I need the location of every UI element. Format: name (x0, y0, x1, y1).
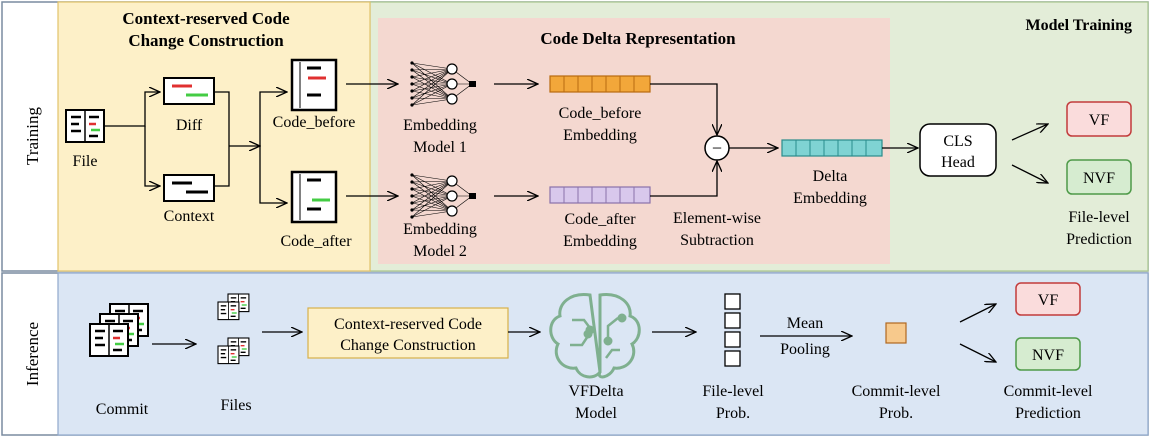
training-side-label: Training (23, 107, 42, 165)
file-level-prob-line1: File-level (702, 383, 764, 400)
diff-icon (163, 77, 215, 105)
arrow-after-to-subtract (650, 161, 717, 197)
arrow-to-inference-vf (959, 304, 996, 323)
construction-title-line1: Context-reserved Code (122, 9, 290, 28)
commit-level-prob-line2: Prob. (879, 405, 913, 422)
subtraction-line2: Subtraction (680, 232, 754, 249)
inference-nvf-box (1015, 337, 1081, 371)
delta-embedding-vector (781, 139, 883, 157)
construction-panel (57, 1, 371, 272)
commit-level-prob-box (885, 322, 907, 344)
construction-title-line2: Change Construction (128, 31, 284, 50)
code-after-embedding-vector (549, 186, 651, 204)
cls-head-box (919, 123, 997, 177)
mean-pooling-line1: Mean (787, 315, 823, 332)
arrow-before-to-subtract (650, 83, 717, 135)
vfdelta-model-line1: VFDelta (568, 383, 623, 400)
delta-embedding-line1: Delta (813, 168, 848, 185)
vf-box (1066, 101, 1132, 137)
embedding-model-1-line1: Embedding (403, 117, 477, 134)
inference-vf-label: VF (1038, 292, 1059, 309)
vf-label: VF (1089, 112, 1110, 129)
mean-pooling-line2: Pooling (780, 341, 830, 358)
code-after-embedding-line2: Embedding (563, 233, 637, 250)
diff-label: Diff (176, 117, 203, 134)
commit-level-prediction-line2: Prediction (1015, 405, 1081, 422)
code-before-icon (290, 58, 338, 112)
commit-level-prob-line1: Commit-level (852, 383, 941, 400)
context-label: Context (164, 208, 215, 225)
vfdelta-model-icon (549, 293, 641, 379)
model-training-title: Model Training (1025, 17, 1132, 34)
commit-label: Commit (96, 401, 149, 418)
arrow-to-inference-nvf (959, 343, 996, 362)
arrow-file-to-context (144, 126, 160, 186)
code-before-embedding-line1: Code_before (559, 105, 642, 122)
inference-side-label: Inference (23, 322, 42, 386)
code-after-icon (290, 170, 338, 224)
arrow-cls-to-nvf (1011, 164, 1048, 183)
vfdelta-model-line2: Model (575, 405, 617, 422)
nvf-label: NVF (1083, 170, 1115, 187)
inference-construction-box (307, 307, 509, 359)
file-level-prediction-line1: File-level (1068, 209, 1130, 226)
context-icon (163, 174, 215, 202)
training-section: Training Model Training Context-reserved… (1, 1, 1149, 272)
files-label: Files (220, 397, 251, 414)
inference-construction-line2: Change Construction (340, 337, 476, 354)
delta-representation-title: Code Delta Representation (540, 29, 736, 48)
inference-vf-box (1015, 282, 1081, 316)
file-level-prob-line2: Prob. (716, 405, 750, 422)
code-after-embedding-line1: Code_after (564, 211, 636, 228)
merge-bracket (214, 91, 230, 187)
arrow-file-to-diff (104, 92, 160, 127)
arrow-to-code-before (259, 92, 287, 146)
inference-construction-line1: Context-reserved Code (334, 316, 482, 333)
file-icon (64, 108, 106, 144)
file-level-prob-column (724, 293, 741, 367)
delta-embedding-line2: Embedding (793, 190, 867, 207)
file-label: File (73, 153, 98, 170)
arrow-cls-to-vf (1011, 124, 1048, 141)
code-before-label: Code_before (273, 114, 356, 131)
inference-section: Inference Commit Files Context-reserved … (1, 272, 1149, 436)
commit-level-prediction-line1: Commit-level (1004, 383, 1093, 400)
arrow-to-code-after (259, 146, 287, 203)
embedding-model-2-line1: Embedding (403, 221, 477, 238)
code-before-embedding-vector (549, 75, 651, 93)
code-after-label: Code_after (280, 233, 352, 250)
subtract-symbol: − (712, 138, 722, 158)
inference-nvf-label: NVF (1032, 347, 1064, 364)
nvf-box (1066, 159, 1132, 195)
embedding-model-1-line2: Model 1 (413, 139, 467, 156)
cls-head-line1: CLS (943, 133, 972, 150)
cls-head-line2: Head (941, 154, 975, 171)
subtraction-line1: Element-wise (673, 210, 761, 227)
embedding-model-2-line2: Model 2 (413, 243, 467, 260)
file-level-prediction-line2: Prediction (1066, 231, 1132, 248)
code-before-embedding-line2: Embedding (563, 127, 637, 144)
